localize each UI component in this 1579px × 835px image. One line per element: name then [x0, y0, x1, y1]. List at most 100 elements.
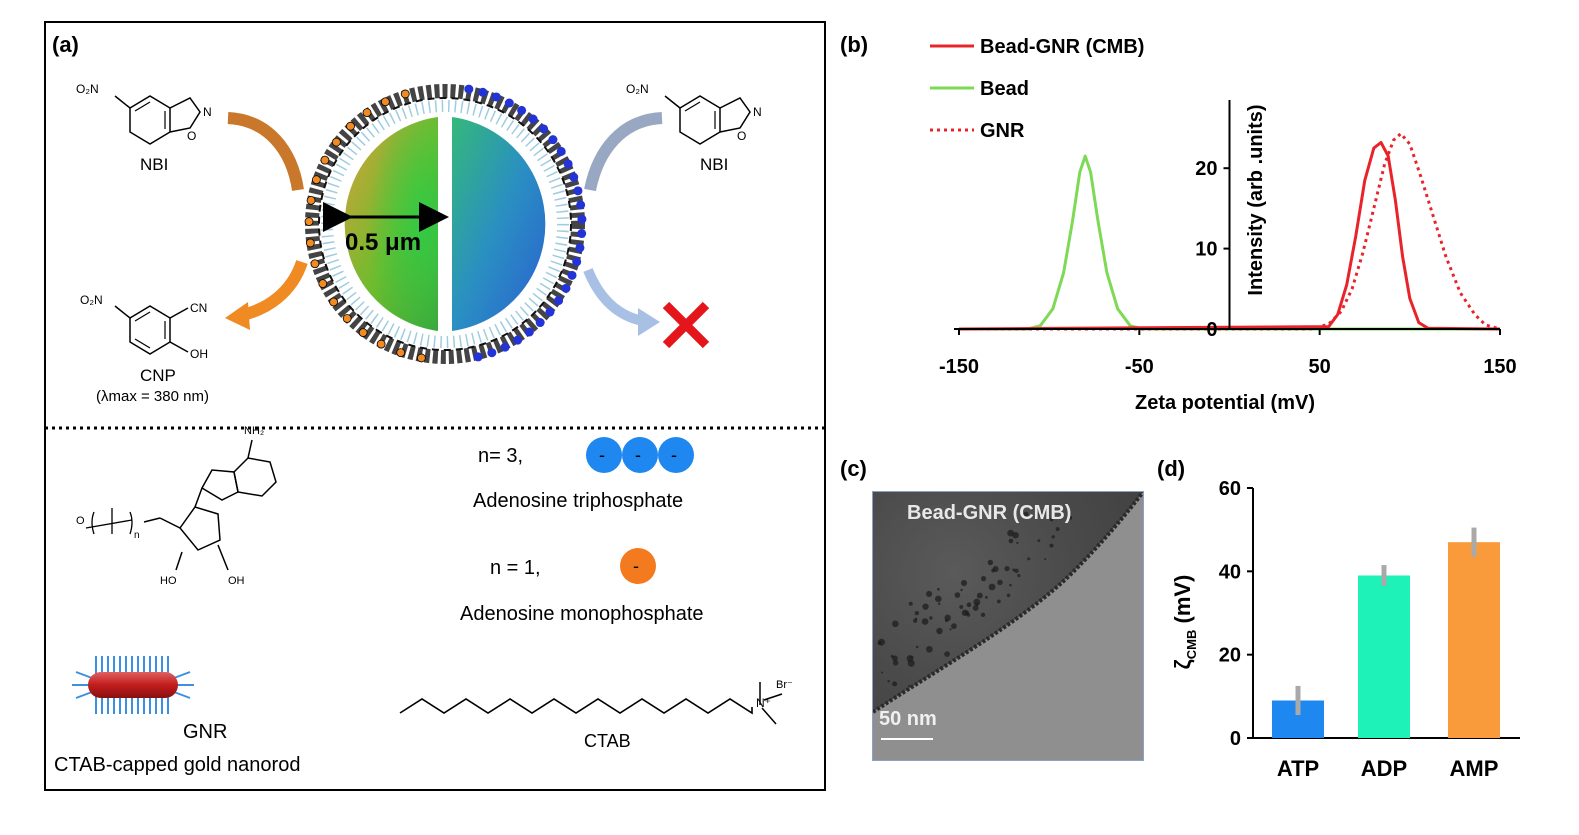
- nucleotide-o-minus: O: [76, 515, 85, 527]
- cnp-cn: CN: [190, 301, 207, 315]
- amp-dot: [305, 238, 315, 248]
- legend-label: GNR: [980, 120, 1025, 142]
- cnp-label: CNP: [140, 366, 176, 385]
- nbi-left-structure: O₂N N O: [76, 82, 212, 145]
- nbi-left-o: O: [187, 129, 196, 143]
- amp-name: Adenosine monophosphate: [460, 603, 704, 625]
- nbi-right-label: NBI: [700, 155, 728, 174]
- ctab-br: Br⁻: [776, 679, 793, 691]
- amp-dot: [346, 121, 355, 131]
- atp-dot: [528, 114, 538, 124]
- triphosphate-icon: - - -: [586, 437, 694, 473]
- nbi-right-structure: O₂N N O: [626, 82, 762, 145]
- svg-text:-: -: [633, 556, 639, 576]
- series-gnr-line: [959, 132, 1501, 331]
- tem-image: Bead-GNR (CMB) 50 nm: [872, 491, 1144, 761]
- legend-label: Bead: [980, 78, 1029, 100]
- atp-dot: [569, 172, 579, 182]
- atp-dot: [487, 348, 497, 358]
- bead-graphic: 0.5 μm: [303, 82, 587, 366]
- atp-dot: [473, 352, 483, 362]
- atp-dot: [575, 243, 585, 253]
- panel-b-label: (b): [840, 32, 868, 57]
- amp-dot: [310, 259, 320, 269]
- y-tick-label: 40: [1219, 561, 1241, 583]
- nbi-right-no2: O₂N: [626, 82, 649, 96]
- amp-dot: [318, 279, 328, 289]
- tem-scale-label: 50 nm: [879, 708, 937, 730]
- amp-dot: [400, 89, 410, 99]
- arrow-nbi-right-in: [584, 112, 663, 192]
- arrow-nbi-left-in: [227, 112, 304, 192]
- chart-b-xlabel: Zeta potential (mV): [1135, 392, 1315, 414]
- atp-dot: [556, 146, 566, 156]
- panel-d-label: (d): [1157, 456, 1185, 481]
- amp-dot: [306, 195, 316, 205]
- nbi-right-o: O: [737, 129, 746, 143]
- bar-adp: [1358, 575, 1410, 738]
- atp-dot: [504, 98, 514, 108]
- amp-dot: [320, 155, 330, 165]
- arrow-cnp-head: [225, 302, 250, 330]
- gnr-desc: CTAB-capped gold nanorod: [54, 754, 300, 776]
- amp-dot: [362, 108, 372, 117]
- amp-dot: [358, 328, 368, 338]
- nucleotide-nh2: NH₂: [244, 425, 264, 437]
- x-tick-label: -50: [1125, 356, 1154, 378]
- legend-label: Bead-GNR (CMB): [980, 36, 1144, 58]
- atp-dot: [478, 87, 488, 97]
- y-tick-label: 60: [1219, 478, 1241, 500]
- atp-dot: [567, 270, 577, 280]
- category-label: AMP: [1450, 756, 1499, 781]
- amp-dot: [380, 97, 390, 107]
- amp-dot: [376, 339, 386, 349]
- panel-a-frame: [44, 21, 826, 791]
- gnr-icon: [72, 656, 194, 714]
- gnr-label: GNR: [183, 721, 227, 743]
- atp-dot: [545, 307, 555, 317]
- atp-dot: [513, 335, 523, 345]
- atp-dot: [524, 327, 534, 337]
- bar-amp: [1448, 542, 1500, 738]
- ctab-nplus: N⁺: [756, 696, 771, 710]
- amp-dot: [342, 314, 352, 323]
- amp-dot: [329, 297, 338, 307]
- panel-c-label: (c): [840, 456, 867, 481]
- svg-text:-: -: [671, 445, 677, 465]
- svg-text:-: -: [599, 445, 605, 465]
- arrow-blocked-head: [638, 308, 660, 336]
- tem-scale-bar: [881, 738, 933, 740]
- y-tick-label: 20: [1219, 645, 1241, 667]
- tem-image-canvas: [873, 492, 1143, 760]
- svg-text:-: -: [635, 445, 641, 465]
- ctab-structure: N⁺ Br⁻: [399, 679, 793, 725]
- y-tick-label: 10: [1195, 239, 1217, 261]
- tem-caption: Bead-GNR (CMB): [907, 502, 1072, 524]
- bead-right-half: [452, 117, 546, 331]
- y-tick-label: 20: [1195, 158, 1217, 180]
- atp-dot: [577, 229, 587, 239]
- atp-name: Adenosine triphosphate: [473, 490, 683, 512]
- x-tick-label: 150: [1483, 356, 1516, 378]
- ctab-label: CTAB: [584, 731, 631, 751]
- atp-dot: [539, 124, 549, 134]
- monophosphate-icon: -: [620, 548, 656, 584]
- y-tick-label: 0: [1206, 319, 1217, 341]
- amp-dot: [416, 353, 426, 363]
- nucleotide-oh: OH: [228, 575, 245, 587]
- atp-dot: [491, 92, 501, 102]
- nucleotide-ho: HO: [160, 575, 177, 587]
- nbi-left-label: NBI: [140, 155, 168, 174]
- nbi-right-n: N: [753, 105, 762, 119]
- cnp-oh: OH: [190, 347, 208, 361]
- series-bead-gnr-cmb-line: [958, 141, 1501, 331]
- x-tick-label: 50: [1309, 356, 1331, 378]
- nbi-left-n: N: [203, 105, 212, 119]
- y-tick-label: 0: [1230, 728, 1241, 750]
- panel-a: (a) O₂N N O NBI O₂N N O NBI: [44, 21, 826, 791]
